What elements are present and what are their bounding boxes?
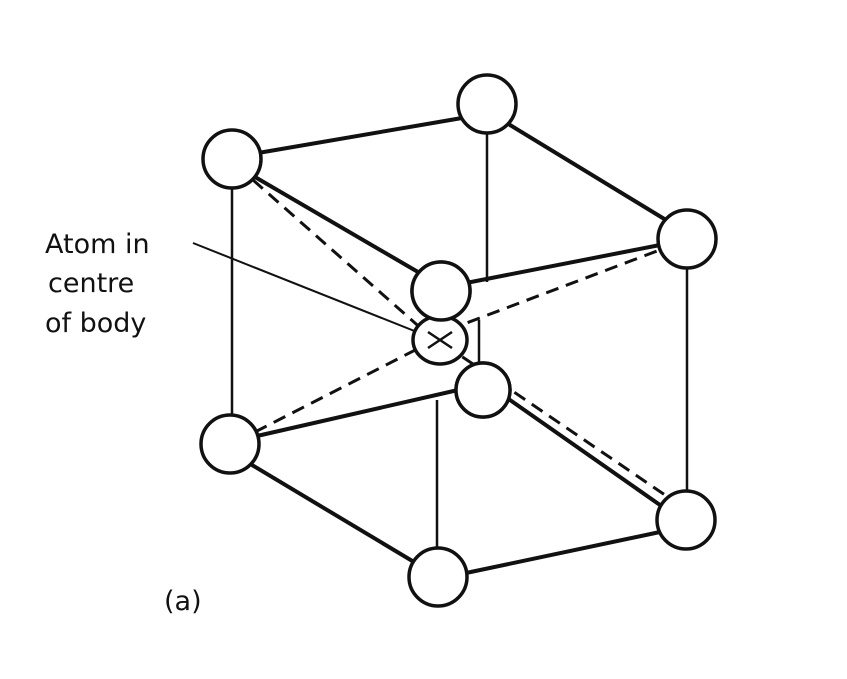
edge-bottom-back-left — [255, 388, 460, 438]
label-leader-line — [192, 242, 433, 339]
diagonal-top-left-to-center — [252, 178, 433, 340]
edge-bottom-back-right — [508, 398, 662, 507]
label-line-1: Atom in — [45, 229, 150, 260]
atom-top-left — [201, 128, 263, 190]
cube-edges — [230, 116, 689, 575]
atom-bottom-back-front — [454, 361, 512, 419]
edge-bottom-front — [464, 530, 662, 575]
atom-top-front-overlay — [410, 260, 472, 322]
label-line-3: of body — [45, 308, 146, 339]
body-centre-atom — [411, 314, 469, 366]
panel-label: (a) — [164, 586, 202, 617]
edge-top-front-left — [253, 175, 420, 274]
atom-top-right — [656, 208, 718, 270]
edge-top-right — [508, 123, 668, 222]
centre-atom-label: Atom in centre of body — [45, 229, 150, 339]
atom-bottom-front — [407, 546, 469, 608]
label-line-2: centre — [48, 268, 134, 299]
edge-top-back — [256, 116, 464, 155]
atom-bottom-left — [199, 413, 261, 475]
diagonal-center-to-right — [447, 246, 666, 332]
edge-top-front-right — [464, 243, 662, 285]
centre-mark-2 — [427, 330, 453, 350]
atom-top-back — [456, 73, 518, 135]
diagonal-bottom-left-to-center — [254, 343, 426, 434]
edge-bottom-left — [250, 463, 416, 564]
atom-bottom-right — [655, 489, 717, 551]
